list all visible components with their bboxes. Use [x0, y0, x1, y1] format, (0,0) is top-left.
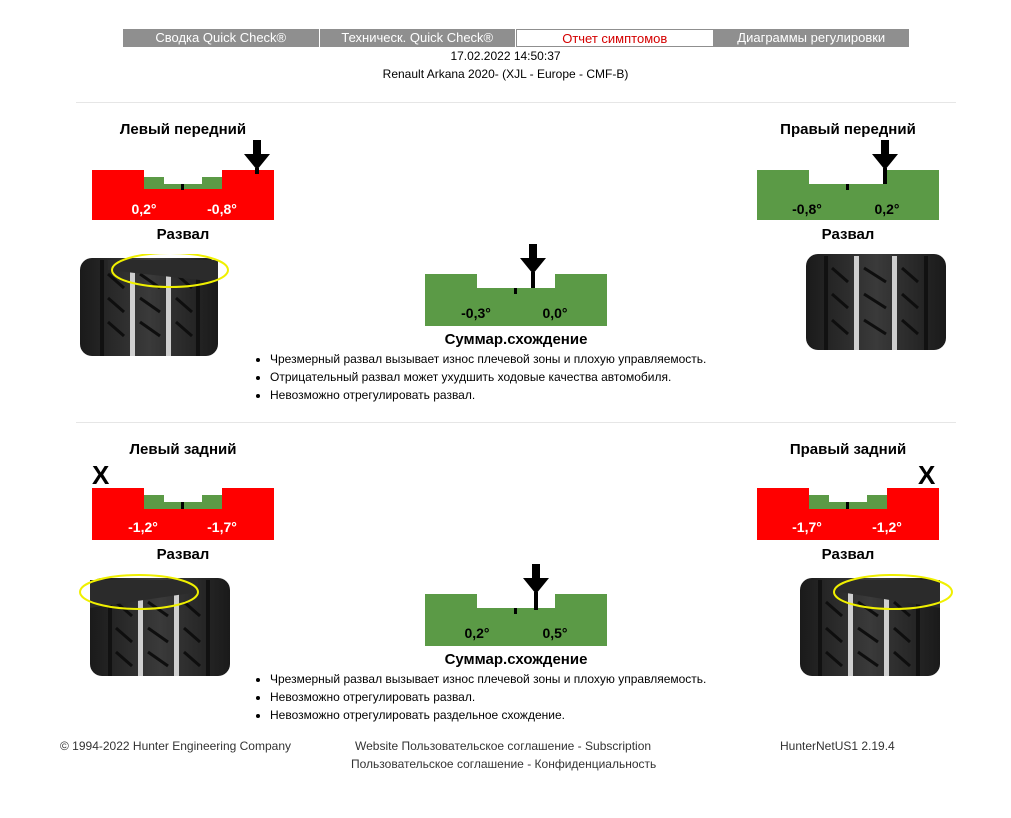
vehicle-name: Renault Arkana 2020- (XJL - Europe - CMF… — [382, 67, 629, 81]
copyright: © 1994-2022 Hunter Engineering Company — [60, 739, 291, 753]
rear-total-toe-gauge — [425, 564, 607, 646]
tab-symptom-report[interactable]: Отчет симптомов — [516, 29, 714, 47]
rear-symptom-notes: Чрезмерный развал вызывает износ плечево… — [253, 670, 706, 724]
left-front-camber-gauge — [92, 140, 274, 220]
front-note: Невозможно отрегулировать развал. — [270, 386, 706, 404]
website-link[interactable]: Website — [355, 739, 399, 753]
right-rear-title: Правый задний — [789, 441, 907, 458]
footer-links-row-2: Пользовательское соглашение - Конфиденци… — [351, 757, 656, 771]
measurement-arrow-icon — [523, 564, 549, 610]
rear-note: Невозможно отрегулировать раздельное схо… — [270, 706, 706, 724]
user-agreement-link[interactable]: Пользовательское соглашение — [401, 739, 575, 753]
right-front-title: Правый передний — [780, 121, 916, 138]
left-rear-value: -1,2° — [128, 519, 158, 535]
rear-total-toe-caption: Суммар.схождение — [444, 651, 588, 668]
divider — [76, 102, 956, 103]
footer-separator: - — [527, 757, 532, 771]
left-front-caption: Развал — [156, 226, 210, 243]
right-rear-caption: Развал — [821, 546, 875, 563]
right-front-caption: Развал — [821, 226, 875, 243]
left-rear-cannot-adjust-mark: X — [92, 460, 110, 490]
left-front-title: Левый передний — [119, 121, 247, 138]
left-rear-target: -1,7° — [207, 519, 237, 535]
user-agreement-link[interactable]: Пользовательское соглашение — [351, 757, 524, 771]
rear-note: Невозможно отрегулировать развал. — [270, 688, 706, 706]
left-front-target: -0,8° — [207, 201, 237, 217]
rear-note: Чрезмерный развал вызывает износ плечево… — [270, 670, 706, 688]
left-rear-caption: Развал — [156, 546, 210, 563]
right-front-target: -0,8° — [792, 201, 822, 217]
front-note: Отрицательный развал может ухудшить ходо… — [270, 368, 706, 386]
right-rear-cannot-adjust-mark: X — [918, 460, 936, 490]
tab-adjustment-diagrams[interactable]: Диаграммы регулировки — [713, 29, 909, 47]
tab-quick-check-summary[interactable]: Сводка Quick Check® — [123, 29, 320, 47]
right-rear-value: -1,2° — [872, 519, 902, 535]
right-front-tire-image — [806, 254, 946, 350]
front-total-toe-max: 0,0° — [542, 305, 568, 321]
subscription-link[interactable]: Subscription — [585, 739, 652, 753]
measurement-arrow-icon — [520, 244, 546, 288]
left-rear-camber-gauge — [92, 460, 274, 540]
left-front-tire-wear-image — [80, 254, 229, 356]
left-rear-title: Левый задний — [129, 441, 237, 458]
front-note: Чрезмерный развал вызывает износ плечево… — [270, 350, 706, 368]
right-rear-target: -1,7° — [792, 519, 822, 535]
measurement-arrow-icon — [872, 140, 898, 184]
footer-links-row-1: Website Пользовательское соглашение - Su… — [355, 739, 651, 753]
right-rear-camber-gauge — [757, 460, 939, 540]
privacy-link[interactable]: Конфиденциальность — [534, 757, 657, 771]
front-total-toe-gauge — [425, 244, 607, 326]
front-total-toe-caption: Суммар.схождение — [444, 331, 588, 348]
app-version: HunterNetUS1 2.19.4 — [780, 739, 895, 753]
left-front-value: 0,2° — [131, 201, 157, 217]
rear-total-toe-min: 0,2° — [464, 625, 490, 641]
front-symptom-notes: Чрезмерный развал вызывает износ плечево… — [253, 350, 706, 404]
right-front-value: 0,2° — [874, 201, 900, 217]
front-total-toe-min: -0,3° — [461, 305, 491, 321]
divider — [76, 422, 956, 423]
left-rear-tire-wear-image — [79, 574, 230, 676]
tab-technical-quick-check[interactable]: Техническ. Quick Check® — [319, 29, 516, 47]
rear-total-toe-max: 0,5° — [542, 625, 568, 641]
footer-separator: - — [577, 739, 582, 753]
right-rear-tire-wear-image — [800, 574, 953, 676]
report-datetime: 17.02.2022 14:50:37 — [450, 49, 561, 63]
measurement-arrow-icon — [244, 140, 270, 174]
right-front-camber-gauge — [757, 140, 939, 220]
report-tabs: Сводка Quick Check® Техническ. Quick Che… — [123, 29, 909, 47]
